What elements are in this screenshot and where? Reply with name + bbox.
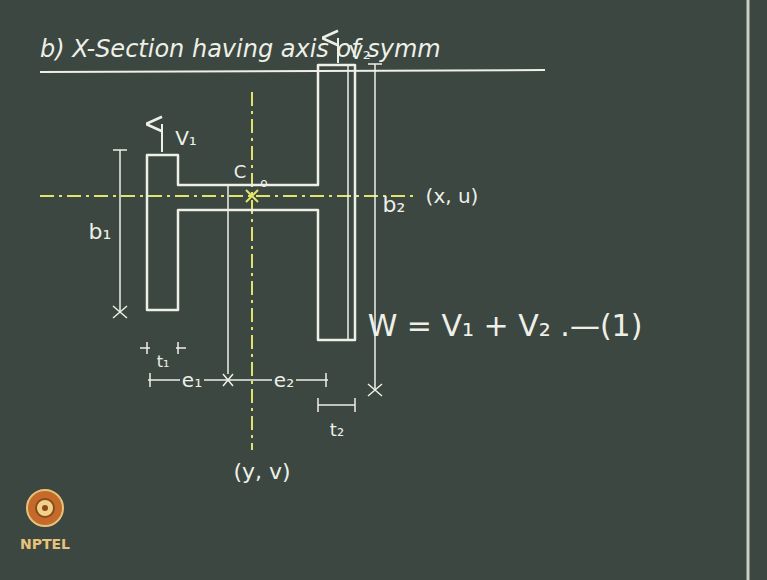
t2-dimension xyxy=(318,398,355,412)
dimension-label: b₁ xyxy=(89,220,112,244)
axis-label: (x, u) xyxy=(426,185,479,207)
force-label: V₂ xyxy=(349,41,371,63)
flange-line xyxy=(347,65,349,340)
equation: W = V₁ + V₂ .—(1) xyxy=(368,309,643,342)
force-label: V₁ xyxy=(175,127,197,149)
y-axis xyxy=(251,92,253,450)
dimension-label: t₂ xyxy=(330,420,344,440)
point-label: o xyxy=(260,177,267,190)
dimension-label: t₁ xyxy=(157,353,170,371)
board-edge xyxy=(747,0,750,580)
b1-ticks xyxy=(113,150,127,318)
dimension-label: e₁ xyxy=(180,369,204,391)
nptel-emblem xyxy=(27,490,63,526)
h-section xyxy=(147,65,355,340)
logo-text: NPTEL xyxy=(20,537,70,552)
x-axis xyxy=(40,195,418,197)
e-ticks xyxy=(150,373,326,387)
shear-centre-line xyxy=(227,184,229,374)
e-dimension xyxy=(148,379,328,381)
centroid-cross xyxy=(246,190,258,202)
board-title: b) X-Section having axis of symm xyxy=(40,36,441,62)
point-label: C xyxy=(234,162,247,182)
b1-dimension xyxy=(119,150,121,312)
title-underline xyxy=(40,70,545,72)
b2-ticks xyxy=(368,64,382,396)
t1-dimension xyxy=(140,342,186,354)
dimension-label: e₂ xyxy=(272,369,296,391)
dimension-label: b₂ xyxy=(383,193,406,217)
axis-label: (y, v) xyxy=(233,460,290,484)
v1-arrow xyxy=(161,124,163,152)
